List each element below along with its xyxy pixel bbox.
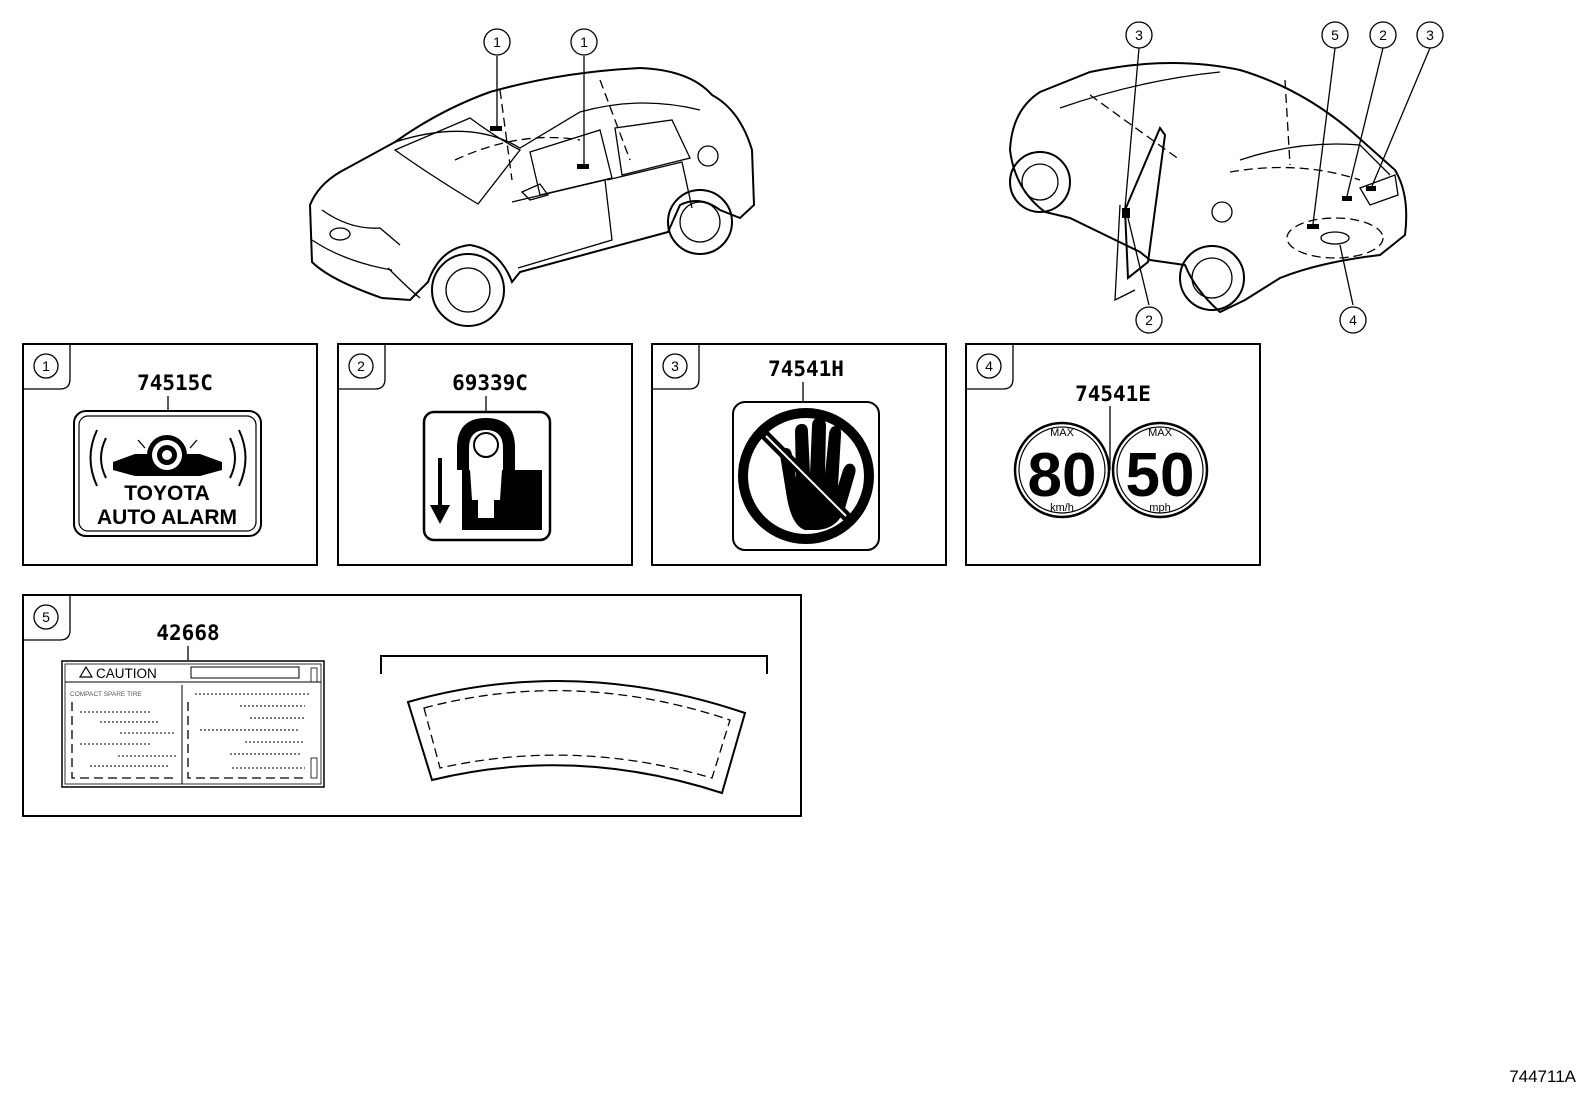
front-car-illustration <box>308 56 756 327</box>
front-callout-1b: 1 <box>570 28 598 56</box>
alarm-label-line-1: TOYOTA <box>124 482 210 505</box>
svg-text:km/h: km/h <box>1050 502 1074 514</box>
panel-4-index: 4 <box>985 358 993 374</box>
child-lock-icon <box>430 418 542 530</box>
panel-3-part-number: 74541H <box>768 357 844 381</box>
svg-text:2: 2 <box>1379 27 1387 43</box>
panel-4: 4 74541E MAX 80 km/h MAX 50 mph <box>965 343 1261 566</box>
alarm-siren-icon <box>89 429 247 487</box>
panel-5: 5 42668 CAUTION COMPACT SPARE TIRE <box>22 594 802 817</box>
svg-text:50: 50 <box>1126 441 1195 510</box>
alarm-label-line-2: AUTO ALARM <box>97 506 237 529</box>
svg-text:1: 1 <box>580 34 588 50</box>
panel-3-index: 3 <box>671 358 679 374</box>
panel-2-index: 2 <box>357 358 365 374</box>
svg-text:80: 80 <box>1028 441 1097 510</box>
svg-text:MAX: MAX <box>1148 427 1173 439</box>
svg-text:3: 3 <box>1426 27 1434 43</box>
panel-1-part-number: 74515C <box>137 371 213 395</box>
rear-callout-4: 4 <box>1339 306 1367 334</box>
no-hand-icon <box>738 408 874 544</box>
speed-limit-kmh: MAX 80 km/h <box>1013 421 1111 519</box>
caution-subtitle: COMPACT SPARE TIRE <box>70 691 142 698</box>
panel-5-part-number: 42668 <box>156 621 219 645</box>
svg-text:1: 1 <box>493 34 501 50</box>
svg-text:2: 2 <box>1145 312 1153 328</box>
panel-5-index: 5 <box>42 609 50 625</box>
svg-text:MAX: MAX <box>1050 427 1075 439</box>
svg-text:mph: mph <box>1149 502 1170 514</box>
svg-text:3: 3 <box>1135 27 1143 43</box>
rear-callout-2b: 2 <box>1135 306 1163 334</box>
speed-limit-mph: MAX 50 mph <box>1111 421 1209 519</box>
panel-3: 3 74541H <box>651 343 947 566</box>
rear-callout-5: 5 <box>1321 21 1349 49</box>
curved-sticker-shape <box>406 680 747 795</box>
caution-heading: CAUTION <box>96 666 157 681</box>
panel-1: 1 74515C TOYOTA AUTO ALARM <box>22 343 318 566</box>
panel-2-part-number: 69339C <box>452 371 528 395</box>
rear-callout-2a: 2 <box>1369 21 1397 49</box>
svg-text:4: 4 <box>1349 312 1357 328</box>
svg-text:5: 5 <box>1331 27 1339 43</box>
rear-car-illustration <box>1008 47 1431 314</box>
caution-triangle-icon <box>78 665 94 678</box>
caution-label: CAUTION COMPACT SPARE TIRE <box>61 660 325 788</box>
panel-2: 2 69339C <box>337 343 633 566</box>
panel-1-index: 1 <box>42 358 50 374</box>
rear-callout-3b: 3 <box>1416 21 1444 49</box>
panel-4-part-number: 74541E <box>1075 382 1151 406</box>
front-callout-1a: 1 <box>483 28 511 56</box>
rear-callout-3a: 3 <box>1125 21 1153 49</box>
figure-id: 744711A <box>1509 1067 1576 1086</box>
